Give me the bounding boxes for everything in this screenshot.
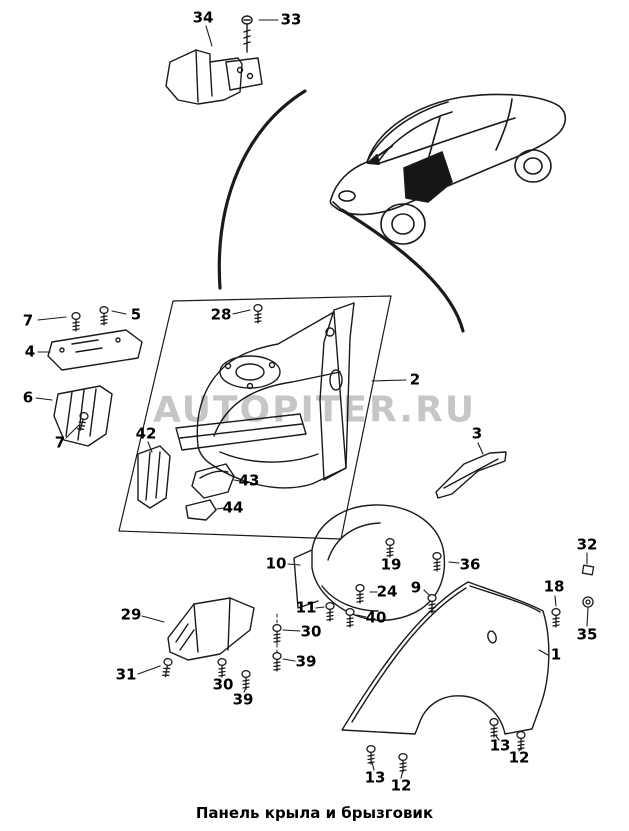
locator-arrows <box>217 89 465 333</box>
callout-1: 1 <box>550 645 562 664</box>
engine-bay-arrow <box>367 145 393 165</box>
callout-3: 3 <box>471 424 483 443</box>
callout-31: 31 <box>115 665 137 684</box>
bracket-42 <box>137 445 171 509</box>
callout-18: 18 <box>543 577 565 596</box>
callout-6: 6 <box>22 388 34 407</box>
wheelhouse-panel-2 <box>175 302 355 489</box>
bolt-33-icon <box>241 15 253 53</box>
callout-5: 5 <box>130 305 142 324</box>
bracket-6 <box>53 385 113 447</box>
callout-36: 36 <box>459 555 481 574</box>
callout-42: 42 <box>135 424 157 443</box>
callout-28: 28 <box>210 305 232 324</box>
screw-28-icon <box>253 303 263 324</box>
callout-4: 4 <box>24 342 36 361</box>
sill-bracket-3 <box>435 451 507 499</box>
callout-7: 7 <box>22 311 34 330</box>
callout-43: 43 <box>238 471 260 490</box>
callout-12: 12 <box>390 776 412 795</box>
callout-12: 12 <box>508 748 530 767</box>
fender-hardware-icons <box>366 564 595 773</box>
callout-10: 10 <box>265 554 287 573</box>
callout-44: 44 <box>222 498 244 517</box>
callout-9: 9 <box>410 578 422 597</box>
callout-30: 30 <box>212 675 234 694</box>
diagram-caption: Панель крыла и брызговик <box>195 804 434 822</box>
leader-lines <box>35 19 589 779</box>
bracket-43 <box>191 463 235 499</box>
mud-shield-29 <box>167 597 255 661</box>
callout-2: 2 <box>409 370 421 389</box>
callout-30: 30 <box>300 622 322 641</box>
callout-7: 7 <box>54 433 66 452</box>
screw-18-icon <box>551 607 561 628</box>
callout-40: 40 <box>365 608 387 627</box>
callout-11: 11 <box>295 598 317 617</box>
callout-13: 13 <box>489 736 511 755</box>
car-sketch <box>329 93 567 245</box>
callout-34: 34 <box>192 8 214 27</box>
callout-39: 39 <box>232 690 254 709</box>
fastener-icons-left <box>71 305 109 433</box>
clip-32-icon <box>581 564 595 576</box>
callout-13: 13 <box>364 768 386 787</box>
bracket-34 <box>165 49 263 105</box>
clip-44 <box>185 499 217 521</box>
callout-29: 29 <box>120 605 142 624</box>
shield-fastener-icons <box>160 657 251 690</box>
callout-35: 35 <box>576 625 598 644</box>
callout-32: 32 <box>576 535 598 554</box>
arrow-curve-left <box>217 89 307 290</box>
callout-39: 39 <box>295 652 317 671</box>
fender-panel-1 <box>341 581 550 735</box>
plate-4 <box>47 329 143 371</box>
callout-19: 19 <box>380 555 402 574</box>
callout-33: 33 <box>280 10 302 29</box>
callout-24: 24 <box>376 582 398 601</box>
arrow-curve-right <box>340 208 465 333</box>
